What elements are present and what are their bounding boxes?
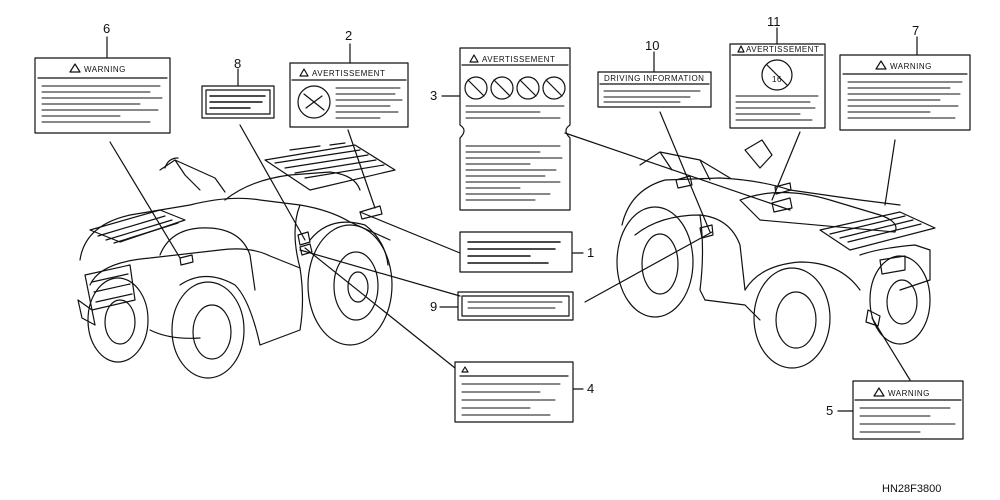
label-10-driving-information <box>597 71 712 108</box>
label-3-header: AVERTISSEMENT <box>482 55 555 64</box>
label-3-number: 3 <box>430 88 437 103</box>
label-1-number: 1 <box>587 245 594 260</box>
label-4-number: 4 <box>587 381 594 396</box>
label-3-avertissement <box>459 47 571 211</box>
label-10-header: DRIVING INFORMATION <box>604 74 704 83</box>
atv-left-illustration <box>77 142 396 379</box>
label-11-age: 16 <box>772 75 782 84</box>
label-6-header: WARNING <box>84 65 126 74</box>
label-7-header: WARNING <box>890 62 932 71</box>
label-4 <box>454 361 574 423</box>
label-1 <box>459 231 573 273</box>
label-5-warning <box>852 380 964 440</box>
label-6-warning <box>34 57 171 134</box>
label-7-warning <box>839 54 971 131</box>
label-2-header: AVERTISSEMENT <box>312 69 385 78</box>
label-8-number: 8 <box>234 56 241 71</box>
number-ticks <box>106 27 918 412</box>
label-5-header: WARNING <box>888 389 930 398</box>
label-11-header: AVERTISSEMENT <box>746 45 819 54</box>
label-9 <box>457 291 574 321</box>
leader-lines <box>109 111 911 381</box>
label-8 <box>201 85 275 119</box>
diagram-code: HN28F3800 <box>882 483 941 495</box>
label-11-number: 11 <box>767 14 781 29</box>
label-5-number: 5 <box>826 403 833 418</box>
label-texts: 6 8 2 3 1 9 4 10 11 7 5 WARNING AVERTISS… <box>84 14 941 495</box>
label-2-number: 2 <box>345 28 352 43</box>
label-2-avertissement <box>289 62 409 128</box>
label-6-number: 6 <box>103 21 110 36</box>
label-11-avertissement <box>729 43 826 129</box>
label-10-number: 10 <box>645 38 659 53</box>
label-7-number: 7 <box>912 23 919 38</box>
label-9-number: 9 <box>430 299 437 314</box>
atv-right-illustration <box>616 139 936 369</box>
